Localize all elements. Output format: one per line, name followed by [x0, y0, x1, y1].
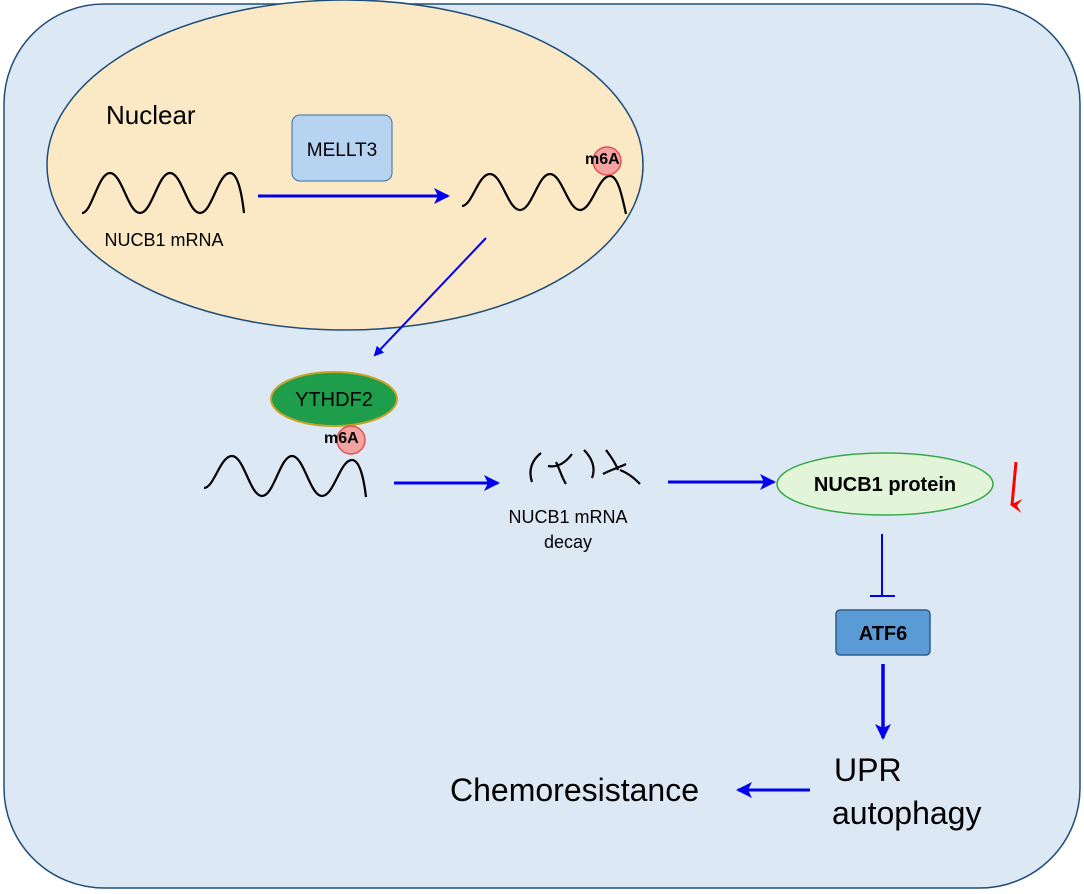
- upr-label: UPR: [834, 752, 902, 788]
- sine-wave-icon: [461, 172, 628, 215]
- autophagy-label: autophagy: [832, 795, 981, 831]
- red-down-arrow-icon: [1010, 461, 1023, 513]
- atf6-box: [835, 609, 931, 656]
- nucb1-mrna-label: NUCB1 mRNA: [104, 230, 223, 250]
- m6a-bottom-label: m6A: [324, 430, 359, 447]
- nucb1-protein-label: NUCB1 protein: [814, 474, 956, 496]
- nuclear-label: Nuclear: [106, 100, 196, 130]
- decay-line1: NUCB1 mRNA: [508, 507, 627, 527]
- m6a-top-label: m6A: [585, 151, 620, 168]
- chemoresistance-label: Chemoresistance: [450, 772, 699, 808]
- methylation-circle-icon: [592, 146, 622, 176]
- mellt3-label: MELLT3: [307, 140, 377, 161]
- sine-wave-icon: [81, 171, 246, 215]
- nucb1-protein-oval: [776, 452, 994, 516]
- export-arrow: [373, 237, 487, 357]
- methylation-circle-icon: [336, 425, 366, 455]
- ythdf2-label: YTHDF2: [295, 389, 373, 411]
- decayed-mrna-fragments: [529, 449, 641, 485]
- mellt3-box: [291, 114, 393, 182]
- ythdf2-oval: [270, 371, 398, 427]
- atf6-label: ATF6: [859, 623, 908, 645]
- decay-line2: decay: [544, 532, 592, 552]
- sine-wave-icon: [203, 454, 368, 498]
